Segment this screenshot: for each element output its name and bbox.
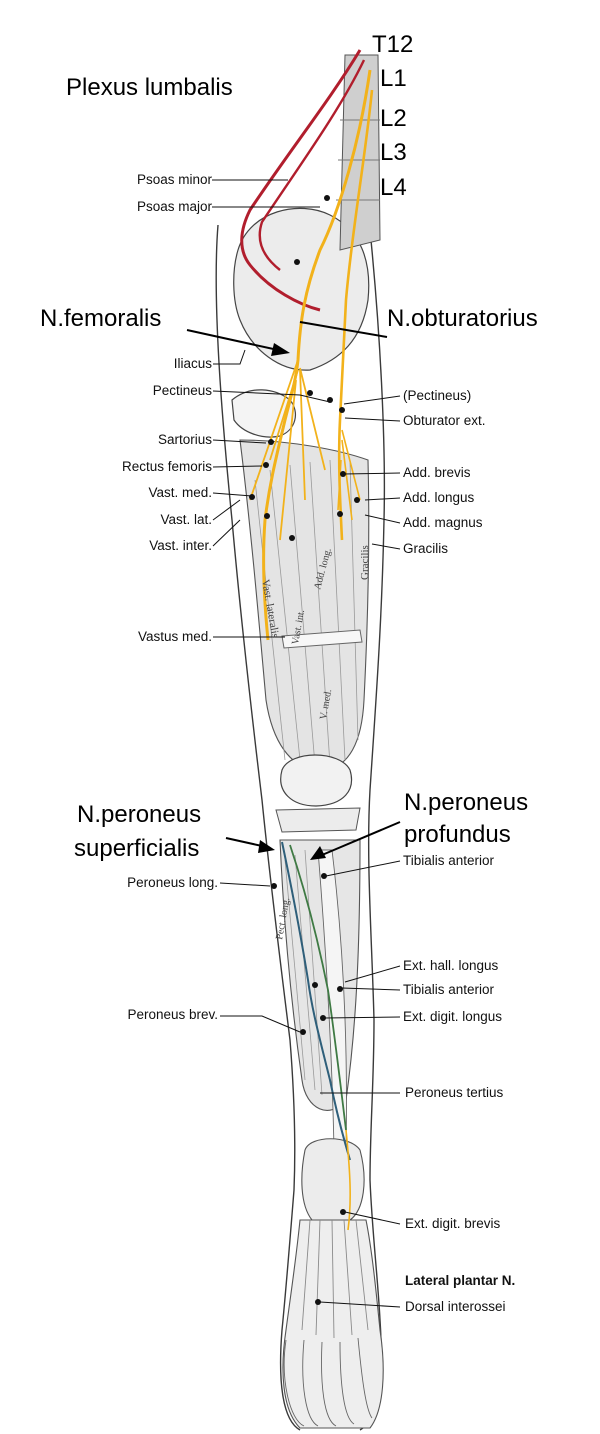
label-iliacus: Iliacus: [173, 356, 212, 371]
nerve-yellow-obturator-branches: [337, 429, 361, 521]
label-tibialis-anterior-2: Tibialis anterior: [403, 982, 495, 997]
foot-tendons: [301, 1219, 369, 1339]
spine: [339, 54, 381, 251]
inscription-gracilis: Gracilis: [359, 545, 371, 580]
nerve-blue-superficial: [281, 841, 351, 1161]
toes: [283, 1337, 373, 1427]
leg-outline-left: [215, 224, 301, 1431]
label-peroneus-brev: Peroneus brev.: [127, 1007, 218, 1022]
label-peroneus-long: Peroneus long.: [127, 875, 218, 890]
thigh-band: [281, 629, 363, 649]
lower-leg-striations: [284, 849, 323, 1096]
label-psoas-major: Psoas major: [136, 199, 212, 214]
level-l2: L2: [380, 105, 407, 132]
leg-outline-right: [359, 229, 386, 1431]
level-t12: T12: [372, 31, 414, 58]
nerve-yellow-obturator: [337, 89, 374, 541]
label-ext-hall-longus: Ext. hall. longus: [403, 958, 499, 973]
label-vastus-med: Vastus med.: [137, 629, 212, 644]
nerve-red-2: [258, 59, 366, 271]
label-tibialis-anterior-1: Tibialis anterior: [403, 853, 495, 868]
label-ext-digit-brevis: Ext. digit. brevis: [405, 1216, 501, 1231]
label-peroneus-tertius: Peroneus tertius: [405, 1085, 504, 1100]
ankle: [301, 1138, 365, 1221]
label-add-brevis: Add. brevis: [403, 465, 471, 480]
foot: [282, 1219, 384, 1429]
kneecap: [280, 754, 352, 807]
label-add-longus: Add. longus: [403, 490, 475, 505]
label-lateral-plantar-n: Lateral plantar N.: [405, 1273, 516, 1288]
label-vast-inter: Vast. inter.: [149, 538, 212, 553]
pointer-arrows: [186, 321, 401, 860]
femur-head: [231, 389, 297, 438]
level-l4: L4: [380, 174, 407, 201]
label-psoas-minor: Psoas minor: [136, 172, 212, 187]
nerve-green-deep: [289, 844, 347, 1131]
label-vast-lat: Vast. lat.: [160, 512, 212, 527]
nerve-yellow-branches: [249, 359, 326, 541]
nerve-peroneus-superficialis-line1: N.peroneus: [77, 801, 202, 828]
nerve-red-1: [240, 49, 362, 312]
label-obturator-ext: Obturator ext.: [403, 413, 486, 428]
nerve-obturatorius-label: N.obturatorius: [387, 305, 538, 332]
nerve-peroneus-profundus-line1: N.peroneus: [404, 789, 529, 816]
label-dorsal-interossei: Dorsal interossei: [405, 1299, 506, 1314]
label-sartorius: Sartorius: [157, 432, 212, 447]
leader-lines: [212, 179, 401, 1308]
label-ext-digit-longus: Ext. digit. longus: [403, 1009, 503, 1024]
level-l1: L1: [380, 65, 407, 92]
label-vast-med: Vast. med.: [148, 485, 212, 500]
label-gracilis: Gracilis: [403, 541, 449, 556]
knee-joint: [275, 807, 361, 833]
level-l3: L3: [380, 139, 407, 166]
label-add-magnus: Add. magnus: [403, 515, 483, 530]
nerve-peroneus-superficialis-line2: superficialis: [74, 835, 200, 862]
nerve-yellow-foot: [345, 1129, 351, 1231]
thigh-striations: [254, 459, 359, 766]
nerve-peroneus-profundus-line2: profundus: [404, 821, 511, 848]
thigh-muscles: [239, 439, 370, 771]
label-rectus-femoris: Rectus femoris: [121, 459, 212, 474]
inscription-v-med: V. med.: [318, 688, 334, 720]
label-pectineus-paren: (Pectineus): [403, 388, 472, 403]
diagram-title: Plexus lumbalis: [66, 74, 233, 101]
label-pectineus: Pectineus: [152, 383, 212, 398]
nerve-femoralis-label: N.femoralis: [40, 305, 162, 332]
